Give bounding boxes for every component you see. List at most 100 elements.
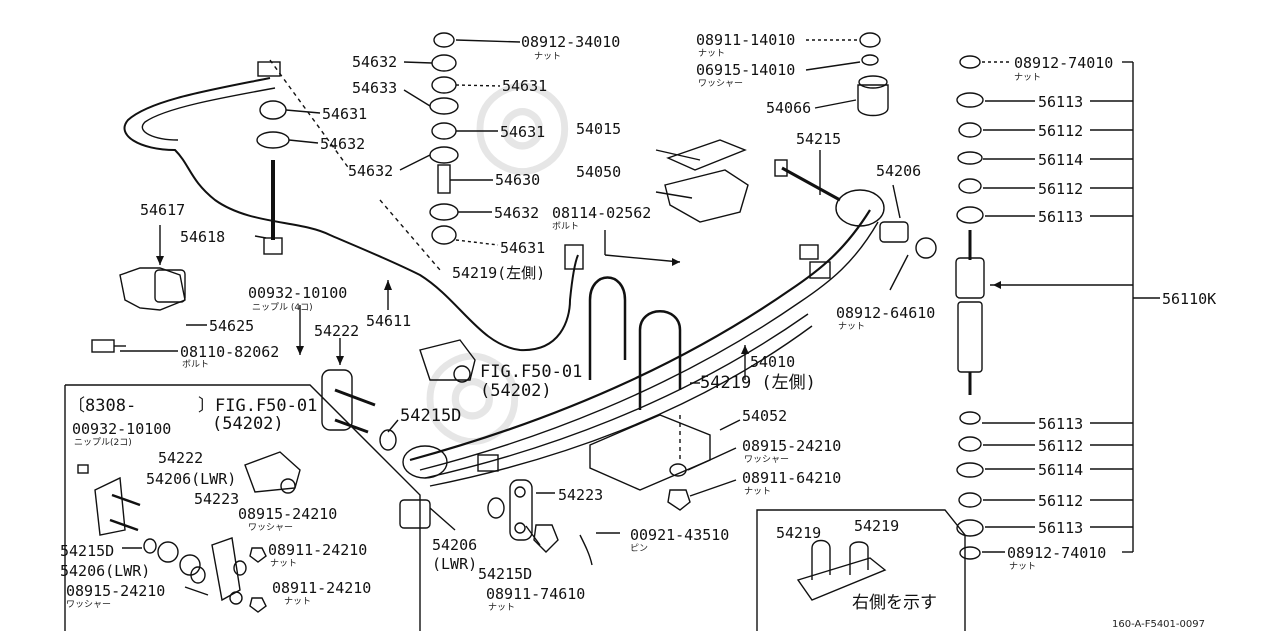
- label-54219-box-a: 54219: [776, 524, 822, 542]
- label-54215: 54215: [796, 130, 842, 148]
- label-8308: 〔8308-: [68, 396, 137, 416]
- label-54015: 54015: [576, 120, 622, 138]
- sub-nipple-2: ニップル(2コ): [74, 438, 132, 448]
- label-54206-lwr-inset: 54206(LWR): [146, 470, 237, 488]
- bushing-bracket: [119, 267, 186, 311]
- sub-washer-4: ワッシャー: [66, 600, 112, 610]
- u-bolt-2: [638, 310, 682, 410]
- stabilizer-bar: [123, 77, 579, 352]
- label-06915-14010: 06915-14010: [696, 61, 796, 79]
- label-54206-lwr-inset2: 54206(LWR): [60, 562, 151, 580]
- bar-end-lower: [564, 244, 584, 270]
- label-54066: 54066: [766, 99, 812, 117]
- sub-pin: ピン: [630, 544, 649, 554]
- sub-nut-2: ナット: [698, 49, 726, 59]
- spring-seat: [589, 414, 711, 491]
- label-00921-43510: 00921-43510: [630, 526, 730, 544]
- sub-nut-7: ナット: [1009, 562, 1037, 572]
- label-08912-34010: 08912-34010: [521, 33, 621, 51]
- label-54202-inset: (54202): [212, 414, 284, 434]
- label-54050: 54050: [576, 163, 622, 181]
- label-54630: 54630: [495, 171, 541, 189]
- sub-nut-3: ナット: [838, 322, 866, 332]
- sub-bolt-1: ボルト: [182, 360, 210, 370]
- label-54632-b: 54632: [320, 135, 366, 153]
- label-54215d-main: 54215D: [478, 565, 533, 583]
- label-56112-a: 56112: [1038, 122, 1084, 140]
- label-54202-main: (54202): [480, 381, 552, 401]
- label-fig-f50-01-main: FIG.F50-01: [480, 362, 583, 382]
- sub-nipple-4: ニップル (4コ): [252, 303, 313, 313]
- sub-nut-8: ナット: [270, 559, 298, 569]
- label-54206-top: 54206: [876, 162, 922, 180]
- label-08911-24210-a: 08911-24210: [268, 541, 368, 559]
- label-08114-02562: 08114-02562: [552, 204, 652, 222]
- label-08911-14010: 08911-14010: [696, 31, 796, 49]
- label-54222: 54222: [314, 322, 360, 340]
- label-54010: 54010: [750, 353, 796, 371]
- bushing-54206: [879, 221, 909, 243]
- sub-bolt-2: ボルト: [552, 222, 580, 232]
- label-08110-82062: 08110-82062: [180, 343, 280, 361]
- label-08912-74010-top: 08912-74010: [1014, 54, 1114, 72]
- label-00932-10100: 00932-10100: [248, 284, 348, 302]
- label-54219-left-top: 54219(左側): [452, 264, 546, 282]
- label-08915-24210-inset2: 08915-24210: [66, 582, 166, 600]
- label-00932-10100-inset: 00932-10100: [72, 420, 172, 438]
- leaf-spring-top: [409, 209, 871, 462]
- label-08915-24210-main: 08915-24210: [742, 437, 842, 455]
- label-08911-24210-b: 08911-24210: [272, 579, 372, 597]
- label-08912-74010-bot: 08912-74010: [1007, 544, 1107, 562]
- label-54215d-left2: 54215D: [60, 542, 115, 560]
- sub-nut-5: ナット: [488, 603, 516, 613]
- label-54631-a: 54631: [502, 77, 548, 95]
- label-fig-f50-01-inset: 〕FIG.F50-01: [198, 396, 318, 416]
- label-54632-a: 54632: [352, 53, 398, 71]
- label-54617: 54617: [140, 201, 186, 219]
- label-08912-64610: 08912-64610: [836, 304, 936, 322]
- label-54219-left: 54219 (左側): [700, 373, 816, 393]
- label-54611: 54611: [366, 312, 412, 330]
- label-08911-74610: 08911-74610: [486, 585, 586, 603]
- bar-end-upper: [257, 61, 281, 77]
- sub-nut-4: ナット: [744, 487, 772, 497]
- label-54219-box-b: 54219: [854, 517, 900, 535]
- reference-code: 160-A-F5401-0097: [1112, 619, 1205, 630]
- label-right-side: 右側を示す: [852, 593, 937, 613]
- label-56113-d: 56113: [1038, 519, 1084, 537]
- spring-eye-front: [402, 445, 448, 479]
- label-56113-a: 56113: [1038, 93, 1084, 111]
- label-54223-inset: 54223: [194, 490, 240, 508]
- label-54625: 54625: [209, 317, 255, 335]
- stabilizer-bar-inner: [141, 87, 276, 141]
- sub-nut: ナット: [534, 52, 562, 62]
- label-08911-64210: 08911-64210: [742, 469, 842, 487]
- sub-nut-9: ナット: [284, 597, 312, 607]
- label-54632-c: 54632: [348, 162, 394, 180]
- label-56114-b: 56114: [1038, 461, 1084, 479]
- label-54223-main: 54223: [558, 486, 604, 504]
- label-56112-b: 56112: [1038, 180, 1084, 198]
- sub-washer-3: ワッシャー: [248, 523, 294, 533]
- label-54215d-left: 54215D: [400, 406, 462, 426]
- label-54206-lwr-paren: (LWR): [432, 555, 478, 573]
- label-54052: 54052: [742, 407, 788, 425]
- label-56112-c: 56112: [1038, 437, 1084, 455]
- label-54222-inset: 54222: [158, 449, 204, 467]
- label-08915-24210-inset: 08915-24210: [238, 505, 338, 523]
- sub-washer-1: ワッシャー: [698, 79, 744, 89]
- label-54632-d: 54632: [494, 204, 540, 222]
- watermark-logo: ◎: [470, 50, 575, 189]
- shock-upper-body: [955, 257, 985, 299]
- label-54618: 54618: [180, 228, 226, 246]
- label-56113-c: 56113: [1038, 415, 1084, 433]
- label-54633: 54633: [352, 79, 398, 97]
- label-54206-lwr: 54206: [432, 536, 478, 554]
- sub-washer-2: ワッシャー: [744, 455, 790, 465]
- sub-nut-6: ナット: [1014, 73, 1042, 83]
- u-bolt-1: [588, 276, 627, 380]
- label-56114-a: 56114: [1038, 151, 1084, 169]
- shock-lower-body: [957, 301, 983, 373]
